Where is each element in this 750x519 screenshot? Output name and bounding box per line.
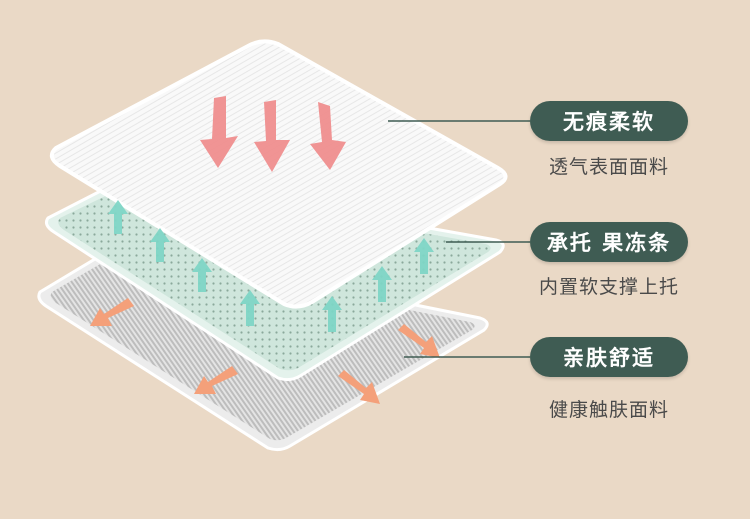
arrow-up-icon	[372, 266, 392, 302]
arrow-up-icon	[108, 200, 128, 234]
arrow-outward-icon	[194, 366, 238, 394]
arrow-down-icon	[200, 96, 238, 168]
arrow-down-icon	[310, 102, 346, 170]
label-pill-support: 承托 果冻条	[530, 222, 688, 262]
leader-lines	[388, 120, 530, 358]
arrow-up-icon	[192, 258, 212, 292]
up-arrows	[108, 200, 434, 332]
arrow-up-icon	[414, 238, 434, 274]
top-surface-layer	[49, 39, 508, 309]
label-sub-healthy-fabric: 健康触肤面料	[548, 399, 669, 421]
label-sub-inner-support: 内置软支撑上托	[538, 276, 679, 298]
arrow-up-icon	[322, 296, 342, 332]
arrow-down-icon	[254, 100, 290, 172]
label-pill-soft: 无痕柔软	[530, 101, 688, 141]
arrow-up-icon	[240, 290, 260, 326]
side-arrows	[90, 298, 440, 404]
down-arrows	[200, 96, 346, 172]
arrow-up-icon	[150, 228, 170, 262]
label-pill-skin-friendly: 亲肤舒适	[530, 337, 688, 377]
label-sub-breathable: 透气表面面料	[548, 156, 669, 178]
arrow-outward-icon	[398, 324, 440, 358]
arrow-outward-icon	[90, 298, 134, 326]
arrow-outward-icon	[338, 370, 380, 404]
